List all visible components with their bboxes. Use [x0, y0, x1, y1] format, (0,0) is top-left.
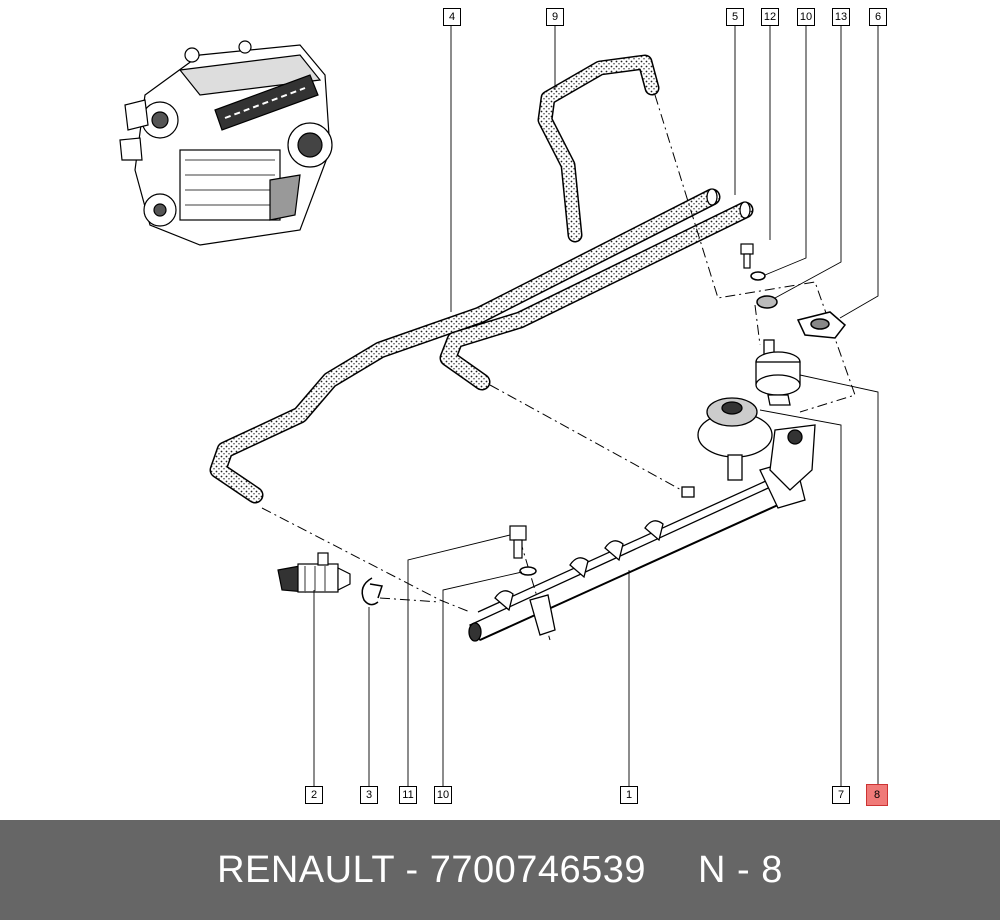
brand-part-number: RENAULT - 7700746539 [217, 848, 647, 891]
bolt-11 [509, 525, 527, 559]
callout-2: 2 [305, 786, 323, 804]
pressure-damper [697, 397, 816, 491]
callout-13: 13 [832, 8, 850, 26]
callout-10-bottom: 10 [434, 786, 452, 804]
leader-lines [313, 25, 879, 786]
callout-5: 5 [726, 8, 744, 26]
callout-11: 11 [399, 786, 417, 804]
callout-1: 1 [620, 786, 638, 804]
part-number-footer: RENAULT - 7700746539 N - 8 [0, 820, 1000, 920]
callout-4: 4 [443, 8, 461, 26]
callout-12: 12 [761, 8, 779, 26]
callout-10-top: 10 [797, 8, 815, 26]
injector [277, 552, 351, 593]
washer-10-lower [519, 566, 537, 576]
callout-9: 9 [546, 8, 564, 26]
washer-10 [750, 271, 766, 281]
diagram-reference: N - 8 [698, 848, 783, 891]
callout-3: 3 [360, 786, 378, 804]
gasket [796, 311, 847, 339]
parts-diagram [119, 25, 879, 786]
engine-illustration [119, 40, 333, 246]
clip [361, 577, 383, 606]
callout-8-highlighted: 8 [866, 784, 888, 806]
callout-6: 6 [869, 8, 887, 26]
seal-13 [756, 295, 778, 309]
bolt-12 [740, 243, 754, 269]
fuel-pressure-regulator [755, 339, 801, 406]
callout-7: 7 [832, 786, 850, 804]
